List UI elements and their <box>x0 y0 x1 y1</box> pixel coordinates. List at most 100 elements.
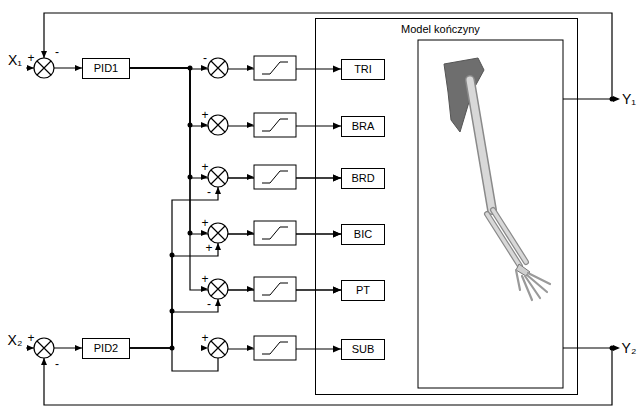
junction-dot <box>610 97 615 102</box>
arrowhead <box>201 286 208 292</box>
arrowhead <box>27 345 34 351</box>
block-label: BIC <box>354 228 372 241</box>
saturation-block <box>254 221 296 245</box>
summing-junction <box>34 58 54 78</box>
arrowhead <box>613 96 620 102</box>
saturation-block <box>254 56 296 80</box>
sign-label: - <box>207 186 211 198</box>
signal-connector <box>130 348 341 371</box>
junction-dot <box>188 66 193 71</box>
sign-label: + <box>27 332 34 344</box>
sign-label: + <box>201 332 208 344</box>
summing-junction <box>208 279 228 299</box>
sign-label: - <box>207 298 211 310</box>
carpals <box>516 264 530 276</box>
signal-name: X₁ <box>8 53 22 67</box>
junction-dot <box>610 346 615 351</box>
arrowhead <box>215 187 221 194</box>
muscle-box: PT <box>341 280 385 301</box>
muscle-box: BRD <box>341 168 385 189</box>
arrowhead <box>247 174 254 180</box>
sign-label: + <box>201 273 208 285</box>
arrowhead <box>613 345 620 351</box>
junction-dot <box>170 309 175 314</box>
hand-bones <box>516 270 550 300</box>
block-label: BRD <box>351 172 374 185</box>
signal-name: Y₁ <box>622 92 636 106</box>
arrowhead <box>247 230 254 236</box>
junction-dot <box>188 123 193 128</box>
signal-connector <box>130 68 341 126</box>
arrowhead <box>201 230 208 236</box>
sign-label: + <box>27 52 34 64</box>
forearm <box>487 210 526 266</box>
limb-model-box: Model kończynyTRI BRA BRD BIC PT SUB <box>315 18 578 395</box>
saturation-block <box>254 336 296 360</box>
block-label: SUB <box>352 343 375 356</box>
block-label: PID2 <box>94 342 118 355</box>
sign-label: - <box>55 46 59 58</box>
input-wire <box>26 347 82 348</box>
junction-dots <box>170 66 615 351</box>
signal-name: X₂ <box>8 333 23 347</box>
junction-dot <box>170 253 175 258</box>
scapula <box>444 58 484 132</box>
arrowhead <box>215 299 221 306</box>
arrowhead <box>41 358 47 365</box>
summing-junction <box>208 115 228 135</box>
arrowhead <box>75 345 82 351</box>
arrowhead <box>201 345 208 351</box>
arrowhead <box>247 65 254 71</box>
saturation-blocks <box>247 56 296 360</box>
junction-dot <box>188 175 193 180</box>
limb-frame <box>418 40 563 388</box>
controller-box: PID1 <box>82 58 130 79</box>
arrowheads <box>27 51 620 365</box>
signal-connector <box>130 68 341 178</box>
summing-junction <box>208 338 228 358</box>
signal-name: Y₂ <box>622 341 637 355</box>
forearm <box>487 210 526 266</box>
humerus <box>470 80 492 210</box>
arrowhead <box>27 65 34 71</box>
arrowhead <box>247 286 254 292</box>
feedback-wire <box>44 13 612 99</box>
summing-junction <box>208 167 228 187</box>
summing-junction <box>208 223 228 243</box>
arrowhead <box>201 174 208 180</box>
arrowhead <box>247 345 254 351</box>
junction-dot <box>188 231 193 236</box>
muscle-box: BRA <box>341 116 385 137</box>
arrowhead <box>201 65 208 71</box>
saturation-block <box>254 113 296 137</box>
block-label: PT <box>356 284 370 297</box>
muscle-box: TRI <box>341 59 385 80</box>
muscle-box: BIC <box>341 224 385 245</box>
saturation-block <box>254 165 296 189</box>
sign-label: - <box>203 52 207 64</box>
humerus <box>470 80 492 210</box>
sign-label: + <box>201 161 208 173</box>
arrowhead <box>41 51 47 58</box>
signal-connector <box>130 290 341 348</box>
saturation-block <box>254 277 296 301</box>
arrowhead <box>247 122 254 128</box>
summing-junction <box>208 58 228 78</box>
arrowhead <box>75 65 82 71</box>
junction-dot <box>170 346 175 351</box>
model-heading: Model kończyny <box>401 23 480 36</box>
sign-label: + <box>201 109 208 121</box>
summer-arrowheads <box>201 65 221 351</box>
output-wire <box>563 99 618 348</box>
sign-label: + <box>205 242 212 254</box>
block-label: PID1 <box>94 62 118 75</box>
controller-box: PID2 <box>82 338 130 359</box>
block-label: TRI <box>354 63 372 76</box>
signal-connector <box>130 234 341 348</box>
block-label: BRA <box>352 120 375 133</box>
feedback-wires <box>26 13 618 405</box>
signal-connector <box>130 68 341 234</box>
arm-skeleton <box>444 58 550 300</box>
summing-junctions <box>34 58 228 358</box>
